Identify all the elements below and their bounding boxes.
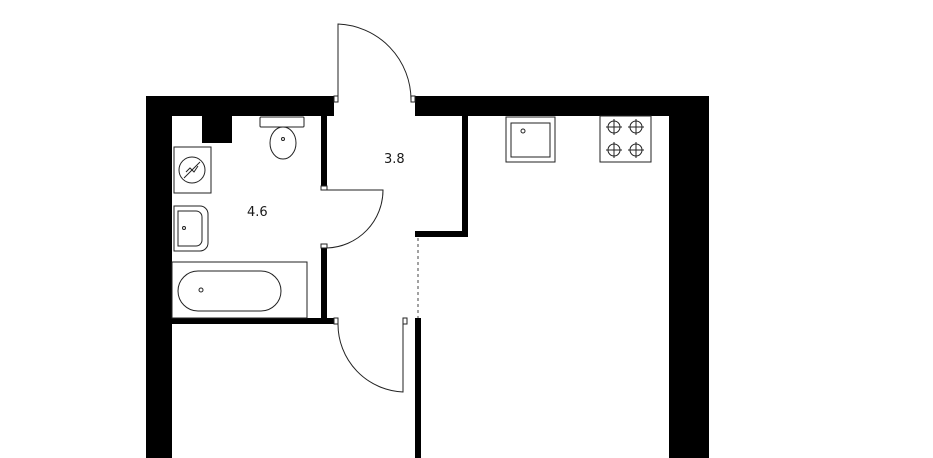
doors [326, 23, 419, 393]
door-jamb-entry-left [333, 95, 339, 103]
entrance-door-swing[interactable] [337, 23, 412, 102]
toilet-icon [259, 116, 305, 160]
bathtub-icon [171, 261, 308, 319]
kitchen-sink-icon [505, 116, 556, 163]
exterior-walls [146, 96, 709, 458]
door-jamb-entry-right [410, 95, 416, 103]
hallway-area-label: 3.8 [384, 152, 405, 167]
door-jamb-lower-left [333, 317, 339, 325]
wall-top-right [415, 96, 709, 116]
bathroom-area-label: 4.6 [247, 205, 268, 220]
partition-bath-lower [321, 246, 327, 324]
wall-left [146, 96, 172, 458]
partition-kitchen-stub [415, 231, 468, 237]
partition-kitchen-vertical [462, 116, 468, 237]
lower-door-swing[interactable] [337, 323, 404, 393]
door-jamb-bath-bottom [320, 243, 328, 249]
stove-icon [599, 115, 652, 163]
wall-column [202, 114, 232, 143]
interior-walls [172, 95, 468, 458]
door-jamb-lower-right [402, 317, 408, 325]
washing-machine-icon [173, 146, 212, 194]
bathroom-door-swing[interactable] [326, 189, 384, 249]
wall-top-left [146, 96, 334, 116]
partition-bath-upper [321, 116, 327, 190]
sink-icon [173, 205, 209, 252]
partition-living [415, 318, 421, 458]
partition-bath-bottom [172, 318, 336, 324]
door-jamb-bath-top [320, 185, 328, 191]
wall-right [669, 96, 709, 458]
